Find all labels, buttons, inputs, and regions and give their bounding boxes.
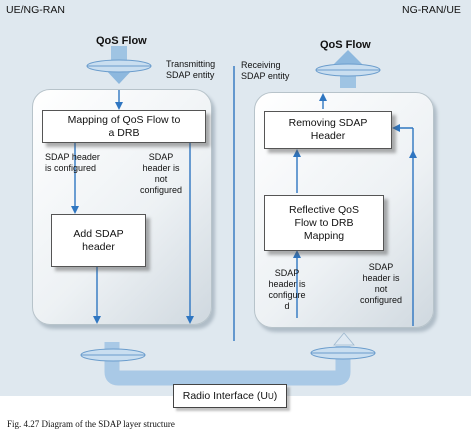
- flow-graphics: [71, 46, 417, 386]
- rx-flow-up-arrow: [332, 50, 364, 66]
- tx-entity-label: Transmitting SDAP entity: [166, 59, 216, 80]
- rx-entity-label: Receiving SDAP entity: [241, 60, 290, 81]
- radio-interface-subscript: U: [267, 391, 274, 401]
- corner-label-left: UE/NG-RAN: [6, 4, 65, 16]
- rx-qos-flow-label: QoS Flow: [320, 39, 371, 51]
- sdap-diagram: UE/NG-RAN NG-RAN/UE: [0, 0, 471, 408]
- rx-radio-up-arrow: [333, 332, 355, 346]
- tx-qos-flow-label: QoS Flow: [96, 35, 147, 47]
- figure-caption: Fig. 4.27 Diagram of the SDAP layer stru…: [7, 419, 175, 429]
- radio-flow-band: [104, 342, 351, 386]
- tx-configured-label: SDAP header is configured: [45, 152, 100, 173]
- corner-label-right: NG-RAN/UE: [402, 4, 461, 16]
- rx-not-configured-label: SDAP header is not configured: [359, 262, 403, 305]
- tx-not-configured-label: SDAP header is not configured: [139, 152, 183, 195]
- rx-configured-label: SDAP header is configure d: [268, 268, 306, 311]
